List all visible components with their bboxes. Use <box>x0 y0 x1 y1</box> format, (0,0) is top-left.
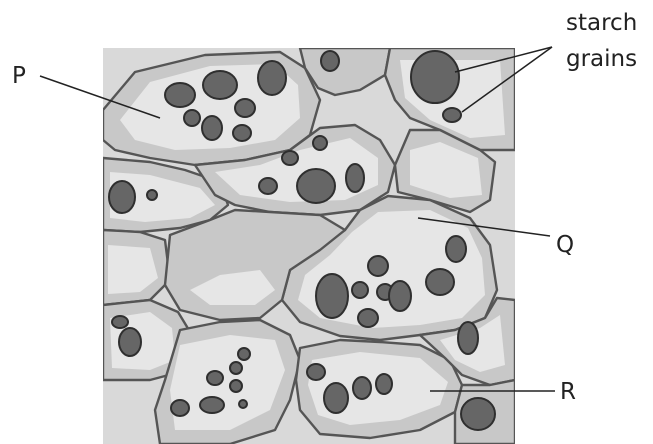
label-q: Q <box>556 232 574 258</box>
starch-grain <box>207 371 223 385</box>
starch-grain <box>443 108 461 122</box>
starch-grain <box>184 110 200 126</box>
starch-grain <box>200 397 224 413</box>
starch-grain <box>352 282 368 298</box>
starch-grain <box>324 383 348 413</box>
starch-grain <box>238 348 250 360</box>
starch-grain <box>259 178 277 194</box>
starch-grain <box>202 116 222 140</box>
starch-grain <box>109 181 135 213</box>
starch-grain <box>203 71 237 99</box>
starch-grain <box>446 236 466 262</box>
starch-grain <box>313 136 327 150</box>
starch-grain <box>307 364 325 380</box>
cell-bottom-center <box>155 320 300 444</box>
starch-grain <box>235 99 255 117</box>
starch-grain <box>258 61 286 95</box>
starch-grain <box>353 377 371 399</box>
starch-grain <box>358 309 378 327</box>
starch-grain <box>147 190 157 200</box>
starch-grain <box>389 281 411 311</box>
starch-grain <box>282 151 298 165</box>
starch-grain <box>297 169 335 203</box>
label-starch: starch <box>566 10 637 36</box>
starch-grain <box>239 400 247 408</box>
label-p: P <box>12 63 26 89</box>
starch-grain <box>321 51 339 71</box>
starch-grain <box>112 316 128 328</box>
starch-grain <box>233 125 251 141</box>
starch-grain <box>426 269 454 295</box>
cells-group <box>103 48 515 444</box>
starch-grain <box>119 328 141 356</box>
starch-grain <box>171 400 189 416</box>
starch-grain <box>368 256 388 276</box>
starch-grain <box>230 380 242 392</box>
starch-grain <box>346 164 364 192</box>
label-grains: grains <box>566 46 637 72</box>
starch-grain <box>316 274 348 318</box>
starch-grain <box>461 398 495 430</box>
starch-grain <box>376 374 392 394</box>
label-r: R <box>560 379 576 405</box>
starch-grain <box>458 322 478 354</box>
cell-bottom-right <box>455 380 515 444</box>
starch-grain <box>230 362 242 374</box>
starch-grain <box>165 83 195 107</box>
starch-grain <box>411 51 459 103</box>
